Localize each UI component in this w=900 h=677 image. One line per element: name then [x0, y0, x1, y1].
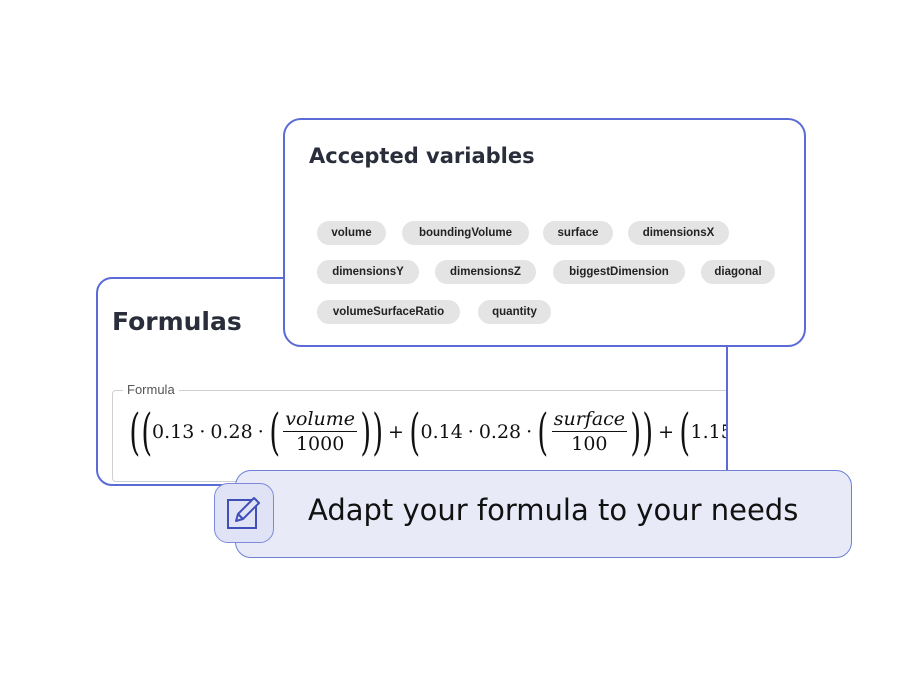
open-paren: (: [409, 403, 421, 461]
term1-numerator: volume: [283, 407, 358, 432]
multiply-dot: ·: [526, 421, 533, 443]
formula-field[interactable]: Formula ( ( 0.13 · 0.28 · ( volume 1000 …: [112, 382, 726, 482]
term2-coef: 0.14: [420, 421, 463, 443]
close-paren: ): [360, 403, 372, 461]
accepted-variables-title: Accepted variables: [309, 144, 535, 168]
variable-chip-biggestdimension[interactable]: biggestDimension: [553, 260, 685, 284]
plus-sign: +: [658, 421, 674, 443]
term2-numerator: surface: [551, 407, 628, 432]
variable-chip-diagonal[interactable]: diagonal: [701, 260, 775, 284]
variable-chip-dimensionsx[interactable]: dimensionsX: [628, 221, 729, 245]
term2-denominator: 100: [571, 432, 608, 455]
open-paren: (: [129, 403, 141, 461]
term1-denominator: 1000: [295, 432, 345, 455]
variable-chip-volumesurfaceratio[interactable]: volumeSurfaceRatio: [317, 300, 460, 324]
edit-icon: [214, 483, 274, 543]
variable-chip-quantity[interactable]: quantity: [478, 300, 551, 324]
term1-factor: 0.28: [210, 421, 253, 443]
variable-chip-boundingvolume[interactable]: boundingVolume: [402, 221, 529, 245]
close-paren: ): [641, 403, 653, 461]
formulas-title: Formulas: [112, 307, 242, 336]
variable-chip-surface[interactable]: surface: [543, 221, 613, 245]
term3-coef: 1.15: [690, 421, 726, 443]
close-paren: ): [630, 403, 642, 461]
multiply-dot: ·: [257, 421, 264, 443]
feature-banner: [235, 470, 852, 558]
open-paren: (: [269, 403, 280, 461]
multiply-dot: ·: [199, 421, 206, 443]
open-paren: (: [537, 403, 549, 461]
term1-fraction: volume 1000: [283, 407, 358, 456]
variable-chip-volume[interactable]: volume: [317, 221, 386, 245]
variable-chip-dimensionsy[interactable]: dimensionsY: [317, 260, 419, 284]
plus-sign: +: [388, 421, 404, 443]
formula-expression: ( ( 0.13 · 0.28 · ( volume 1000 ) ) + ( …: [129, 403, 726, 461]
multiply-dot: ·: [467, 421, 474, 443]
accepted-variables-card: Accepted variables volume boundingVolume…: [283, 118, 806, 347]
banner-text: Adapt your formula to your needs: [308, 493, 799, 527]
open-paren: (: [140, 403, 152, 461]
term1-coef: 0.13: [152, 421, 195, 443]
term2-fraction: surface 100: [551, 407, 628, 456]
open-paren: (: [679, 403, 691, 461]
term2-factor: 0.28: [478, 421, 522, 443]
variable-chip-dimensionsz[interactable]: dimensionsZ: [435, 260, 536, 284]
close-paren: ): [371, 403, 383, 461]
formula-field-label: Formula: [123, 382, 179, 397]
